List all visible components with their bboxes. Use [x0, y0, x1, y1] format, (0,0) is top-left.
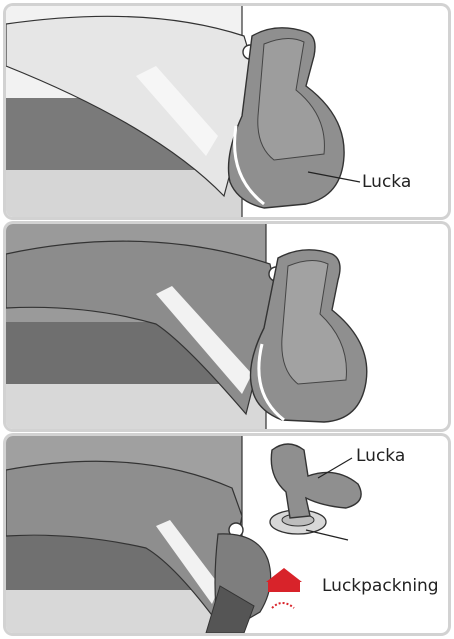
panel-step-3: Lucka Luckpackning	[6, 436, 448, 633]
callout-luckpackning: Luckpackning	[322, 576, 439, 596]
lid-shape	[271, 444, 361, 518]
up-arrow-icon	[266, 568, 302, 582]
panel-step-2	[6, 224, 448, 429]
callout-lucka: Lucka	[362, 172, 411, 192]
callout-leader-luckpackning	[306, 530, 348, 540]
machine-illustration-2	[6, 224, 448, 429]
callout-lucka-2: Lucka	[356, 446, 405, 466]
panel-step-1: Lucka	[6, 6, 448, 217]
motion-marks-icon	[272, 603, 294, 608]
